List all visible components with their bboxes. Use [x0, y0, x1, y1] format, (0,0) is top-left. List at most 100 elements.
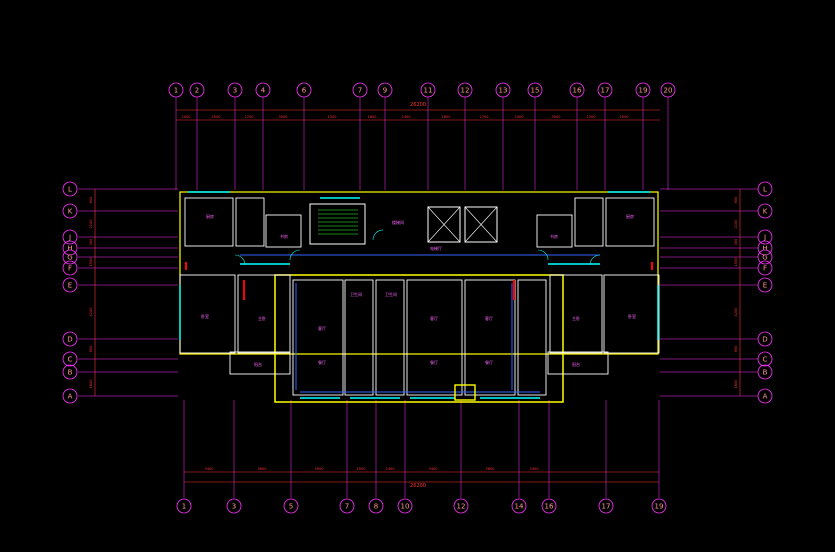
axis-bubble-top-7: 7 — [352, 82, 368, 98]
elevator-shaft-left — [427, 206, 461, 243]
room-label-kitchen-right: 厨房 — [626, 213, 634, 219]
svg-text:9: 9 — [383, 87, 387, 95]
left-dimension-text: 2100 — [89, 220, 93, 229]
top-dimension-text: 2500 — [212, 115, 221, 119]
axis-bubble-top-13: 13 — [495, 82, 511, 98]
bottom-dimension-text: 3400 — [429, 467, 438, 471]
right-dimension-text: 2100 — [734, 220, 738, 229]
svg-text:E: E — [763, 282, 767, 290]
left-dimension-text: 1800 — [89, 380, 93, 389]
axis-bubble-top-20: 20 — [660, 82, 676, 98]
svg-text:G: G — [67, 254, 72, 262]
room-label-elevator: 电梯厅 — [430, 245, 442, 251]
svg-text:15: 15 — [531, 87, 540, 95]
svg-text:J: J — [68, 234, 71, 242]
room-label-stair: 楼梯间 — [392, 219, 404, 225]
axis-bubble-top-9: 9 — [377, 82, 393, 98]
axis-bubble-top-3: 3 — [227, 82, 243, 98]
svg-text:C: C — [763, 356, 768, 364]
elevator-shaft-right — [464, 206, 498, 243]
axis-bubble-bottom-5: 5 — [283, 498, 299, 514]
room-label-toilet-a: 卫生间 — [350, 291, 362, 297]
axis-bubble-bottom-12: 12 — [453, 498, 469, 514]
axis-bubble-left-K: K — [62, 203, 78, 219]
axis-bubble-right-G: G — [757, 249, 773, 265]
left-dimension-text: 1500 — [89, 258, 93, 267]
svg-text:L: L — [68, 186, 72, 194]
room-label-dining-center: 餐厅 — [430, 359, 438, 365]
axis-bubble-right-E: E — [757, 277, 773, 293]
axis-bubble-top-11: 11 — [420, 82, 436, 98]
axis-bubble-right-D: D — [757, 331, 773, 347]
axis-bubble-top-1: 1 — [168, 82, 184, 98]
svg-text:11: 11 — [424, 87, 433, 95]
axis-bubble-bottom-7: 7 — [339, 498, 355, 514]
entrance-canopy — [454, 384, 476, 401]
bottom-dimension-text: 2400 — [386, 467, 395, 471]
svg-text:13: 13 — [499, 87, 508, 95]
axis-bubble-bottom-16: 16 — [541, 498, 557, 514]
svg-text:7: 7 — [345, 503, 349, 511]
svg-text:H: H — [762, 245, 767, 253]
bottom-dimension-text: 3600 — [258, 467, 267, 471]
axis-bubble-top-4: 4 — [255, 82, 271, 98]
center-block-wall — [274, 274, 564, 403]
left-dimension-text: 4200 — [89, 308, 93, 317]
svg-text:4: 4 — [261, 87, 266, 95]
svg-text:A: A — [763, 393, 768, 401]
svg-text:A: A — [68, 393, 73, 401]
top-dimension-text: 2700 — [245, 115, 254, 119]
right-dimension-text: 300 — [734, 239, 738, 246]
svg-text:19: 19 — [639, 87, 648, 95]
axis-bubble-left-F: F — [62, 260, 78, 276]
top-dimension-text: 2700 — [480, 115, 489, 119]
room-label-dining-left: 餐厅 — [318, 359, 326, 365]
stair-core — [309, 203, 366, 245]
svg-text:D: D — [67, 336, 72, 344]
axis-bubble-left-E: E — [62, 277, 78, 293]
svg-text:16: 16 — [573, 87, 582, 95]
room-label-balcony-right: 阳台 — [572, 361, 580, 367]
svg-text:6: 6 — [302, 87, 307, 95]
top-dimension-text: 2000 — [620, 115, 629, 119]
axis-bubble-left-C: C — [62, 351, 78, 367]
svg-text:20: 20 — [664, 87, 673, 95]
svg-text:17: 17 — [601, 87, 610, 95]
door-swings — [234, 229, 601, 266]
top-overall-dimension: 26200 — [410, 102, 426, 108]
room-labels: 楼梯间 电梯厅 卧室 主卧 客厅 餐厅 卫生间 卫生间 客厅 餐厅 客厅 餐厅 … — [201, 213, 636, 367]
svg-text:5: 5 — [289, 503, 293, 511]
axis-bubble-left-H: H — [62, 240, 78, 256]
svg-text:7: 7 — [358, 87, 362, 95]
windows — [179, 191, 659, 399]
axis-bubble-left-B: B — [62, 364, 78, 380]
svg-text:2: 2 — [195, 87, 199, 95]
axis-bubble-top-2: 2 — [189, 82, 205, 98]
axis-bubble-bottom-10: 10 — [397, 498, 413, 514]
svg-text:19: 19 — [655, 503, 664, 511]
axis-bubble-right-B: B — [757, 364, 773, 380]
top-dimension-text: 3000 — [552, 115, 561, 119]
axis-bubble-right-L: L — [757, 181, 773, 197]
svg-text:F: F — [763, 265, 767, 273]
svg-text:L: L — [763, 186, 767, 194]
axis-bubble-left-A: A — [62, 388, 78, 404]
axis-bubble-top-16: 16 — [569, 82, 585, 98]
top-dimension-text: 1800 — [442, 115, 451, 119]
svg-text:F: F — [68, 265, 72, 273]
axis-bubble-top-19: 19 — [635, 82, 651, 98]
outer-wall — [179, 191, 659, 355]
svg-text:B: B — [68, 369, 73, 377]
axis-bubble-right-J: J — [757, 229, 773, 245]
axis-bubble-top-15: 15 — [527, 82, 543, 98]
bottom-dimension-text: 3400 — [530, 467, 539, 471]
svg-text:3: 3 — [233, 87, 237, 95]
svg-text:H: H — [67, 245, 72, 253]
axis-bubble-left-G: G — [62, 249, 78, 265]
room-label-study-right: 书房 — [550, 233, 558, 239]
axis-bubble-right-F: F — [757, 260, 773, 276]
